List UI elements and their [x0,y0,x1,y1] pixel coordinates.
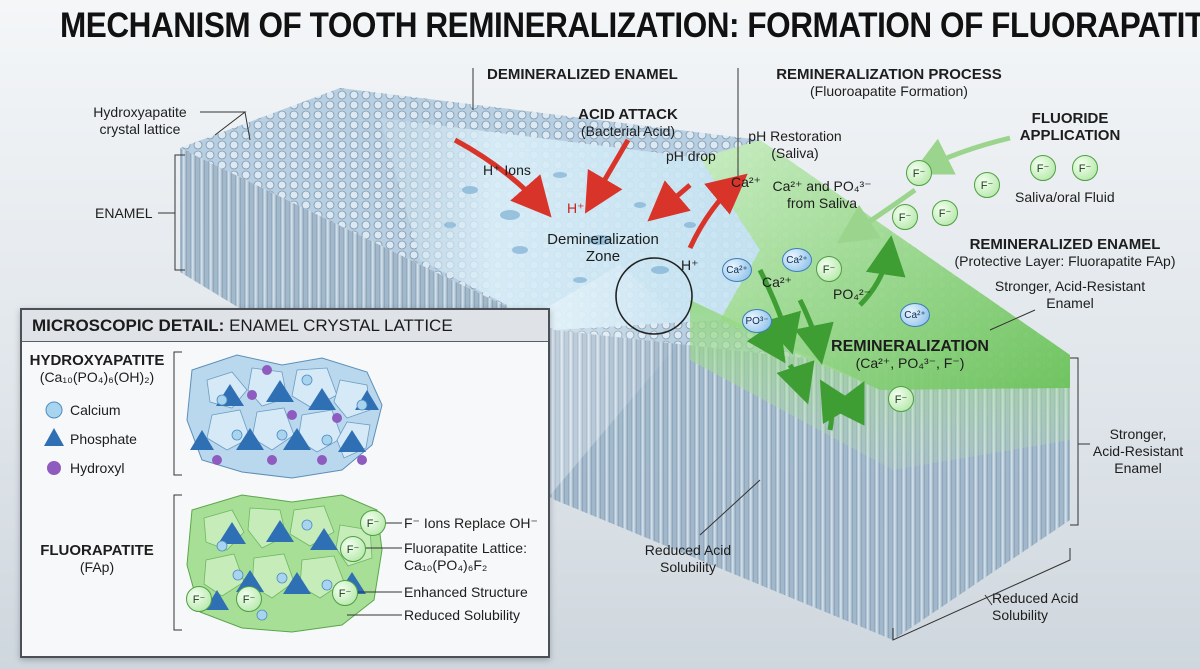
calcium-legend-icon [45,401,63,419]
fluoride-ion: F⁻ [892,204,918,230]
legend-hydroxyl: Hydroxyl [70,460,125,476]
microscopic-detail-panel: MICROSCOPIC DETAIL: ENAMEL CRYSTAL LATTI… [20,308,550,658]
label-h-plus-2: H⁺ [681,257,699,273]
magnifier-projection [546,265,690,500]
label-remineralization-process: REMINERALIZATION PROCESS (Fluoroapatite … [776,66,1002,99]
demineralized-zone [380,118,760,330]
label-ca2-plus: Ca²⁺ [731,174,761,190]
fluoride-ion: F⁻ [1072,155,1098,181]
fluorapatite-heading: FLUORAPATITE (FAp) [40,542,154,575]
label-ph-restoration: pH Restoration (Saliva) [748,128,842,161]
legend-phosphate: Phosphate [70,431,137,447]
label-reduced-acid-solubility: Reduced Acid Solubility [644,542,732,575]
panel-title: MICROSCOPIC DETAIL: ENAMEL CRYSTAL LATTI… [22,310,548,342]
fluoride-ion: F⁻ [906,160,932,186]
label-demineralized-enamel: DEMINERALIZED ENAMEL [487,66,678,83]
label-right-stronger: Stronger, Acid-Resistant Enamel [1092,426,1184,476]
label-remineralization: REMINERALIZATION (Ca²⁺, PO₄³⁻, F⁻) [831,338,989,371]
label-fap-lattice: Fluorapatite Lattice: Ca₁₀(PO₄)₆F₂ [404,540,527,573]
calcium-ion: Ca²⁺ [782,248,812,272]
fluoride-ion: F⁻ [236,586,262,612]
fluoride-ion: F⁻ [1030,155,1056,181]
label-reduced-solubility: Reduced Solubility [404,607,520,623]
label-saliva-oral-fluid: Saliva/oral Fluid [1015,189,1115,205]
label-hydroxyapatite-lattice: Hydroxyapatite crystal lattice [93,104,187,137]
label-ca-po4-saliva: Ca²⁺ and PO₄³⁻ from Saliva [772,178,872,211]
hydroxyapatite-cluster [186,354,383,479]
hydroxyl-legend-icon [47,461,61,475]
phosphate-legend-icon [44,428,64,446]
fluoride-ion: F⁻ [816,256,842,282]
fluoride-ion: F⁻ [360,510,386,536]
calcium-ion: Ca²⁺ [900,303,930,327]
label-h-ions: H⁺ Ions [483,162,531,178]
magnifier-circle [615,257,693,335]
phosphate-ion: PO³⁻ [742,309,772,333]
label-enamel: ENAMEL [95,205,153,221]
label-stronger-acid-resistant: Stronger, Acid-Resistant Enamel [994,278,1146,311]
fluoride-ion: F⁻ [340,536,366,562]
label-remineralized-enamel: REMINERALIZED ENAMEL (Protective Layer: … [954,236,1176,269]
fluoride-ion: F⁻ [932,200,958,226]
acid-arrows [453,137,748,250]
label-enhanced-structure: Enhanced Structure [404,584,528,600]
demineralized-pits [444,172,696,283]
fluoride-ion: F⁻ [186,586,212,612]
fluoride-ion: F⁻ [332,580,358,606]
remineralized-front [690,300,1070,470]
label-f-replace: F⁻ Ions Replace OH⁻ [404,515,538,531]
hydroxyapatite-heading: HYDROXYAPATITE (Ca₁₀(PO₄)₆(OH)₂) [29,352,165,385]
fluoride-ion: F⁻ [888,386,914,412]
label-fluoride-application: FLUORIDE APPLICATION [1019,110,1121,144]
label-reduced-acid-solubility-right: Reduced Acid Solubility [992,590,1079,623]
label-acid-attack: ACID ATTACK (Bacterial Acid) [578,106,678,139]
label-h-plus: H⁺ [567,200,585,216]
label-demineralization-zone: Demineralization Zone [547,231,659,265]
label-ph-drop: pH drop [666,148,716,164]
label-ca2-plus-2: Ca²⁺ [762,274,792,290]
page-title: MECHANISM OF TOOTH REMINERALIZATION: FOR… [60,6,1200,45]
legend-calcium: Calcium [70,402,121,418]
label-po4: PO₄²⁻ [833,286,871,302]
fluorapatite-cluster [186,494,383,633]
calcium-ion: Ca²⁺ [722,258,752,282]
fluoride-ion: F⁻ [974,172,1000,198]
